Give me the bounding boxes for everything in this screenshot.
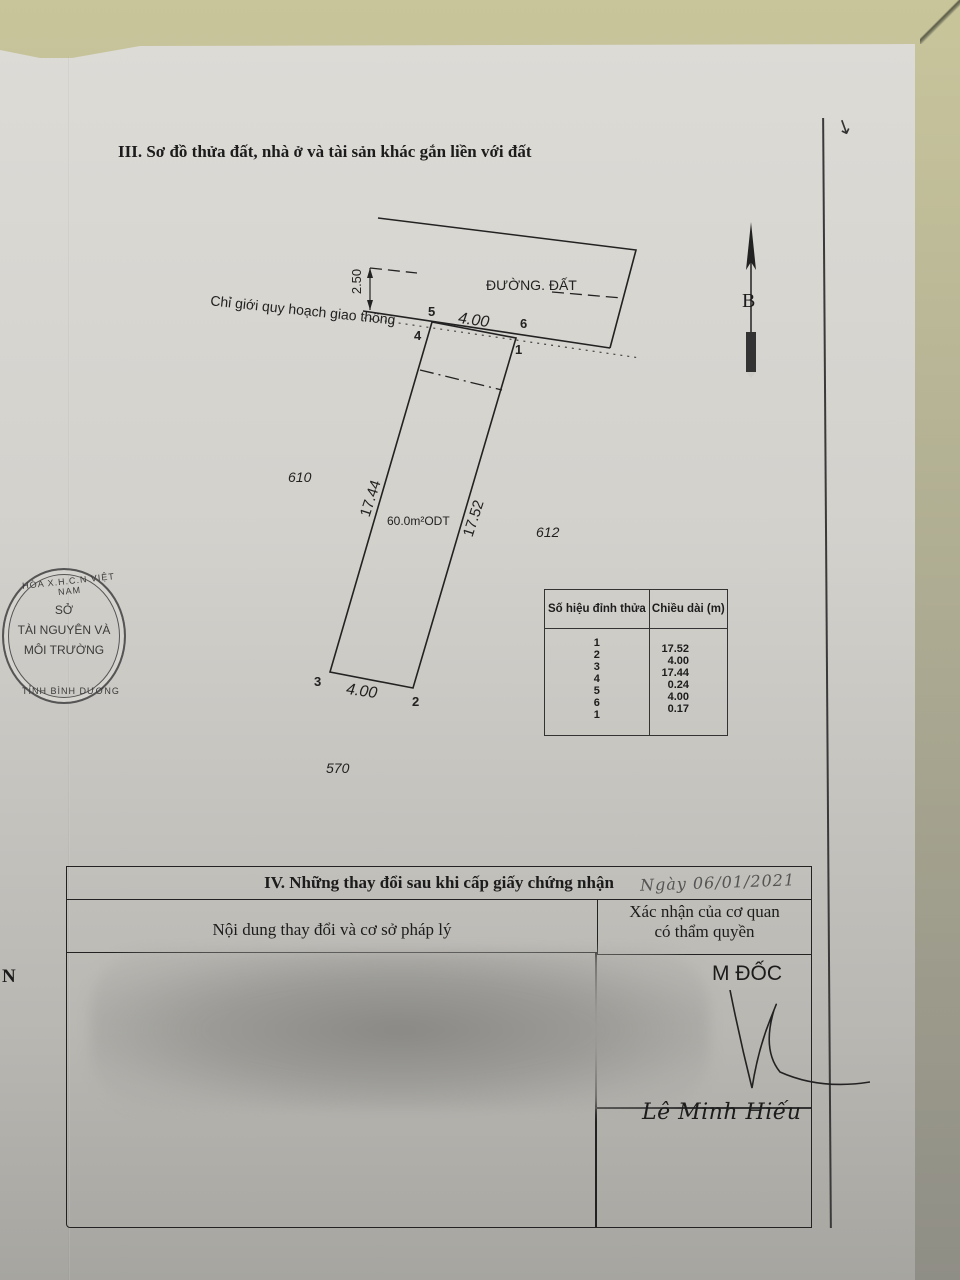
- vertex-3: 3: [314, 674, 322, 689]
- official-seal: HÒA X.H.C.N VIỆT NAM SỞ TÀI NGUYÊN VÀ MÔ…: [2, 568, 126, 704]
- background-edge: [920, 0, 960, 44]
- row-divider: [595, 1107, 811, 1109]
- signer-role: M ĐỐC: [712, 962, 782, 985]
- header-vertex: Số hiệu đỉnh thửa: [544, 589, 650, 629]
- vertex-4: 4: [414, 328, 422, 343]
- signature-icon: [729, 990, 870, 1089]
- road-label: ĐƯỜNG. ĐẤT: [486, 277, 577, 293]
- vertex-2: 2: [412, 694, 420, 709]
- vertex-1: 1: [515, 342, 523, 357]
- changes-content-header: Nội dung thay đổi và cơ sở pháp lý: [67, 900, 597, 953]
- land-plot-diagram: [328, 217, 756, 689]
- area-label: 60.0m²ODT: [387, 514, 450, 528]
- section-3-title: III. Sơ đồ thửa đất, nhà ở và tài sản kh…: [118, 142, 532, 161]
- seal-line-1: SỞ: [54, 603, 74, 617]
- redacted-content: [90, 950, 710, 1110]
- vertex-length-table: Số hiệu đỉnh thửa Chiều dài (m) 1 2 3 4 …: [544, 589, 729, 736]
- margin-letter: N: [2, 966, 16, 987]
- seal-line-2: TÀI NGUYÊN VÀ: [17, 623, 111, 637]
- section-4-title: IV. Những thay đổi sau khi cấp giấy chứn…: [67, 867, 811, 900]
- neighbor-parcel-west: 610: [288, 469, 312, 485]
- north-letter: B: [742, 290, 756, 312]
- signer-name: Lê Minh Hiếu: [642, 1100, 802, 1125]
- neighbor-parcel-south: 570: [326, 760, 350, 776]
- vertex-5: 5: [428, 304, 436, 319]
- header-length: Chiều dài (m): [648, 589, 729, 629]
- neighbor-parcel-east: 612: [536, 524, 560, 540]
- length-column: 17.52 4.00 17.44 0.24 4.00 0.17: [648, 628, 729, 736]
- seal-line-3: MÔI TRƯỜNG: [23, 643, 105, 657]
- north-arrow-icon: [746, 222, 756, 378]
- authority-confirmation-header: Xác nhận của cơ quan có thẩm quyền: [597, 900, 811, 955]
- road-width: 2.50: [349, 268, 365, 295]
- vertex-column: 1 2 3 4 5 6 1: [544, 628, 650, 736]
- vertex-6: 6: [520, 316, 528, 331]
- changes-table: IV. Những thay đổi sau khi cấp giấy chứn…: [66, 866, 812, 1228]
